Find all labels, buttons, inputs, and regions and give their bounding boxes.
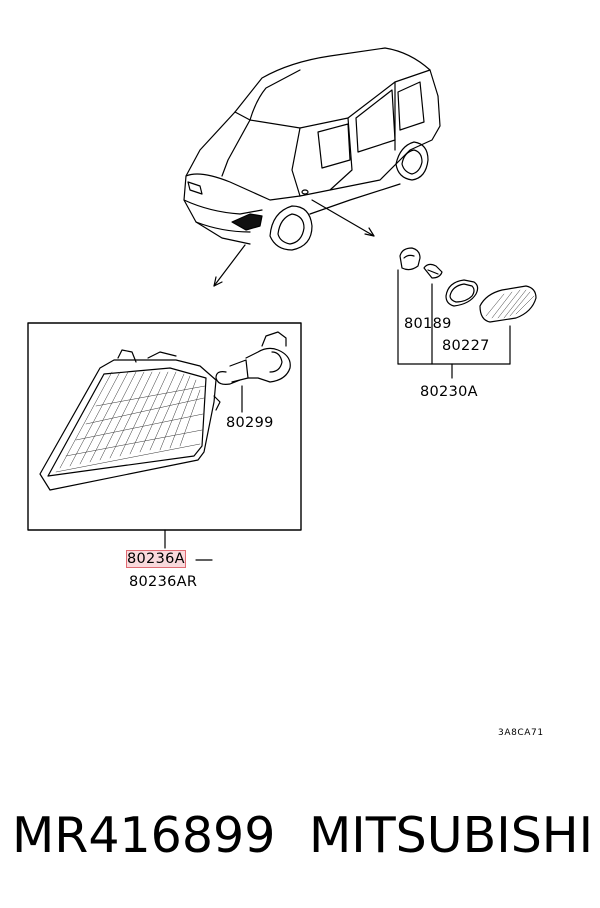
arrow-head-side [364, 227, 375, 237]
arrow-head-corner [213, 276, 223, 287]
vehicle-corner-lamp [231, 213, 263, 231]
part-number: MR416899 [12, 807, 276, 864]
brand-name: MITSUBISHI [309, 807, 594, 864]
label-80230A: 80230A [420, 384, 478, 400]
side-bulb-illustration [423, 263, 443, 279]
label-80189: 80189 [404, 316, 452, 332]
label-80236A: 80236A [126, 550, 186, 568]
illustration-code: 3A8CA71 [498, 728, 544, 738]
corner-lamp-illustration [39, 349, 221, 491]
label-80299: 80299 [226, 415, 274, 431]
side-lens-illustration [479, 285, 537, 323]
arrow-to-side-marker [311, 199, 375, 237]
bulb-80299-illustration [215, 331, 291, 385]
vehicle-illustration [183, 47, 441, 251]
arrow-to-corner-lamp [213, 244, 246, 287]
label-80227: 80227 [442, 338, 490, 354]
side-marker-bracket [397, 269, 511, 379]
side-gasket-illustration [445, 279, 479, 307]
side-bulb-socket-illustration [399, 247, 421, 271]
label-80236AR: 80236AR [129, 574, 198, 590]
